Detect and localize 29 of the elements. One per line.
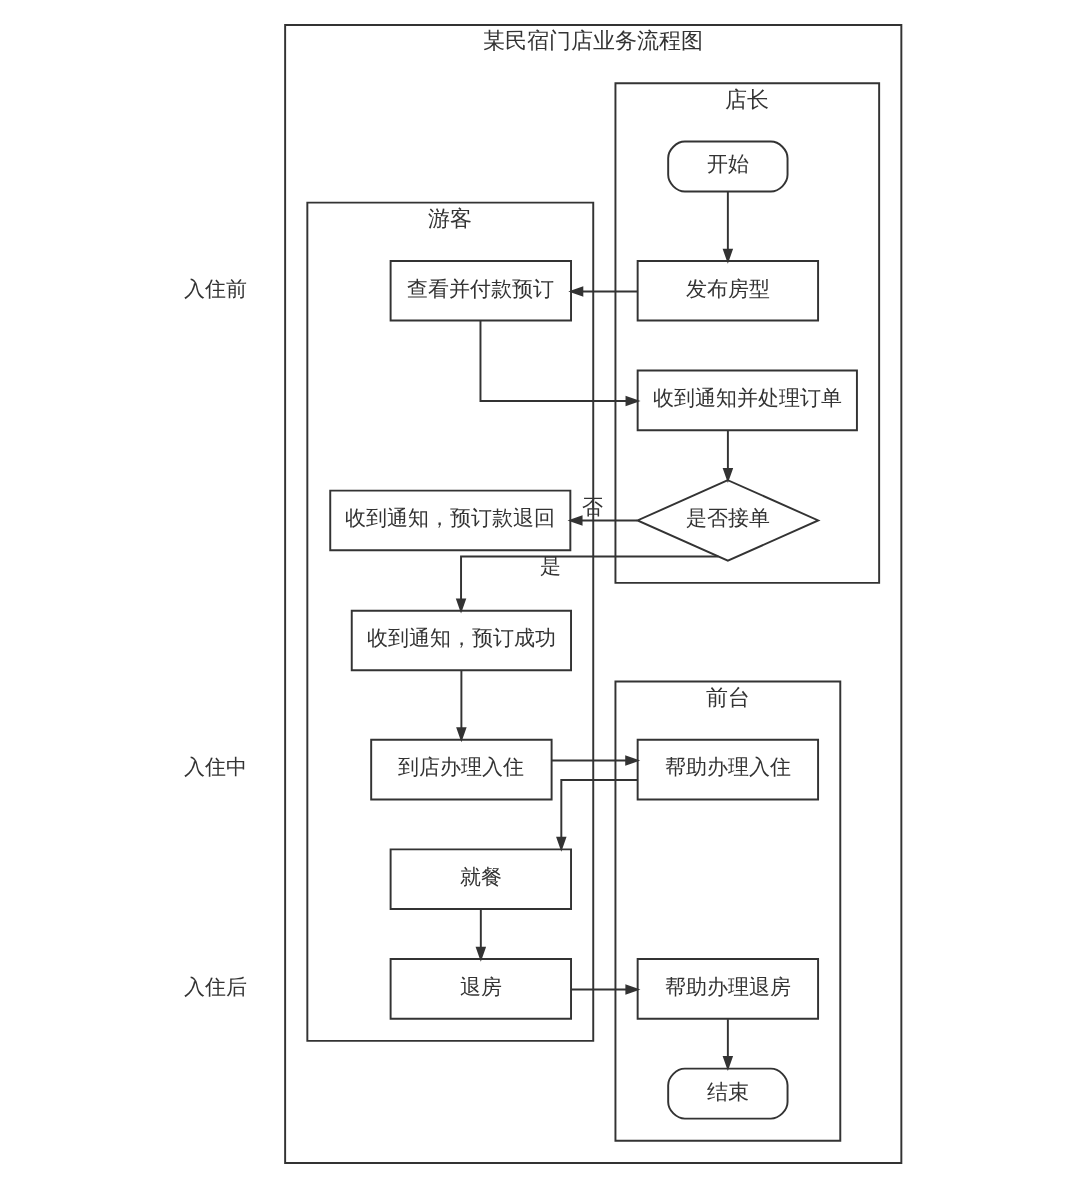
arrow xyxy=(479,319,641,407)
arrow xyxy=(550,755,640,766)
label: 入住中 xyxy=(183,755,247,780)
label: 入住前 xyxy=(183,276,247,301)
node-box: 帮助办理退房 xyxy=(636,958,819,1020)
node-box: 就餐 xyxy=(389,848,572,910)
node-box: 收到通知并处理订单 xyxy=(636,369,858,432)
node-box: 帮助办理入住 xyxy=(636,738,819,801)
arrow xyxy=(567,286,639,297)
node-box: 收到通知，预订成功 xyxy=(350,609,572,672)
node-box: 开始 xyxy=(666,140,788,193)
node-box: 查看并付款预订 xyxy=(389,259,572,322)
label: 入住后 xyxy=(183,974,247,999)
arrow xyxy=(722,429,733,484)
node-box: 发布房型 xyxy=(636,259,819,322)
node-box: 退房 xyxy=(389,958,572,1020)
arrow xyxy=(722,1018,733,1071)
arrow xyxy=(722,190,733,264)
edge-label: 是 xyxy=(539,554,561,579)
arrow xyxy=(569,984,640,995)
node-box: 结束 xyxy=(666,1067,788,1120)
arrow xyxy=(455,669,467,743)
arrow xyxy=(567,515,638,526)
arrow xyxy=(455,555,719,614)
arrow xyxy=(475,908,486,962)
arrow xyxy=(555,779,638,852)
node-box: 收到通知，预订款退回 xyxy=(328,489,571,552)
node-box: 到店办理入住 xyxy=(369,738,553,801)
node-diamond: 是否接单 xyxy=(634,479,821,562)
